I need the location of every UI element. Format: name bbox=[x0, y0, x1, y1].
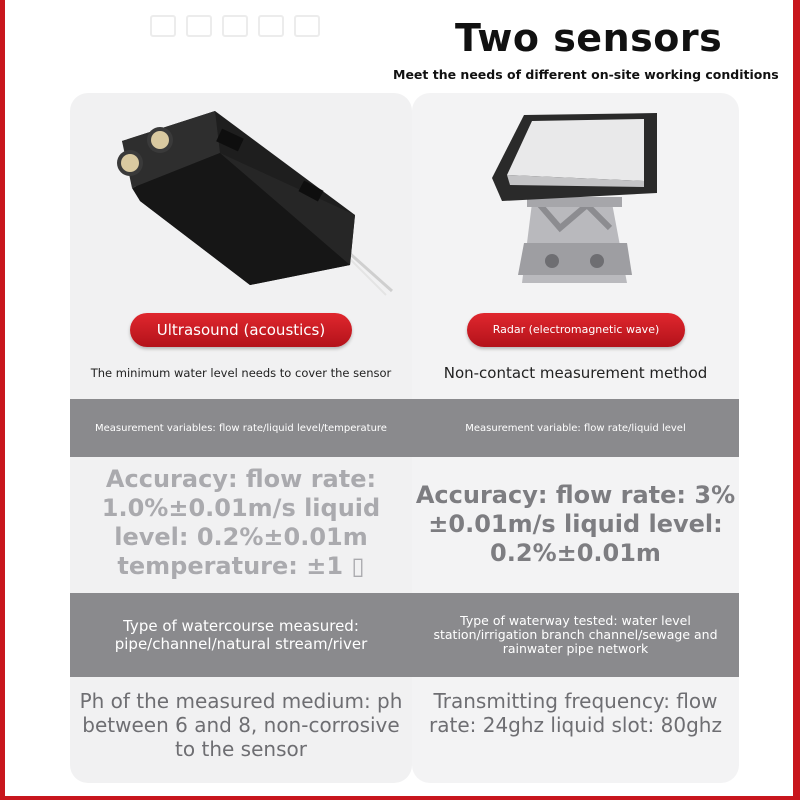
ultrasound-sensor-image bbox=[117, 111, 393, 296]
radar-sensor-image bbox=[492, 113, 657, 283]
ultrasound-label: Ultrasound (acoustics) bbox=[130, 313, 352, 347]
radar-accuracy: Accuracy: flow rate: 3%±0.01m/s liquid l… bbox=[415, 481, 736, 567]
ultrasound-medium: Ph of the measured medium: ph between 6 … bbox=[79, 689, 403, 761]
ultrasound-accuracy: Accuracy: flow rate: 1.0%±0.01m/s liquid… bbox=[101, 465, 381, 580]
page-subtitle: Meet the needs of different on-site work… bbox=[393, 67, 779, 82]
page-title: Two sensors bbox=[455, 16, 723, 60]
faded-watermark bbox=[150, 14, 350, 44]
ultrasound-panel: Ultrasound (acoustics) The minimum water… bbox=[70, 93, 412, 783]
radar-label: Radar (electromagnetic wave) bbox=[467, 313, 685, 347]
ultrasound-caption: The minimum water level needs to cover t… bbox=[90, 366, 392, 380]
radar-panel: Radar (electromagnetic wave) Non-contact… bbox=[412, 93, 739, 783]
ultrasound-variables: Measurement variables: flow rate/liquid … bbox=[70, 399, 412, 457]
radar-variables: Measurement variable: flow rate/liquid l… bbox=[412, 399, 739, 457]
radar-waterway: Type of waterway tested: water level sta… bbox=[412, 593, 739, 677]
radar-frequency: Transmitting frequency: flow rate: 24ghz… bbox=[429, 689, 722, 737]
ultrasound-watercourse: Type of watercourse measured: pipe/chann… bbox=[70, 593, 412, 677]
radar-caption: Non-contact measurement method bbox=[443, 364, 708, 382]
